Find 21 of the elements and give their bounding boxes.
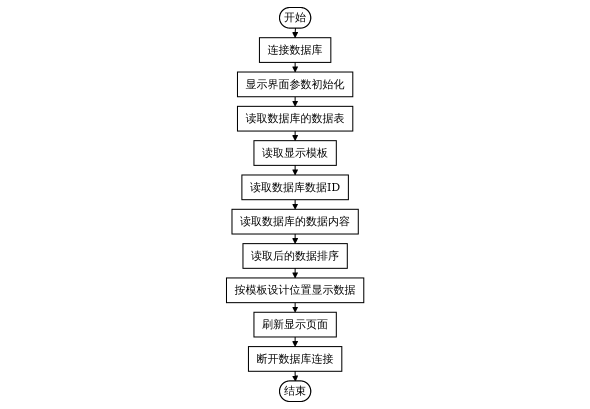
node-box: 连接数据库 [258,37,332,63]
node-box: 断开数据库连接 [248,346,342,372]
node-box: 按模板设计位置显示数据 [226,277,364,304]
node-box: 读取后的数据排序 [242,243,348,269]
arrow [292,28,298,38]
arrow [292,200,298,210]
node-box: 读取数据库数据ID [241,174,349,200]
node-box: 显示界面参数初始化 [236,72,354,98]
arrow [292,268,298,278]
node-box: 读取数据库的数据表 [236,106,354,132]
arrow [292,62,298,72]
node-box: 读取显示模板 [253,140,337,166]
arrow [292,96,298,107]
node-box: 刷新显示页面 [253,312,337,338]
arrow [292,336,298,347]
arrow [292,371,298,382]
arrow [292,234,298,244]
arrow [292,165,298,176]
arrow [292,131,298,141]
arrow [292,302,298,313]
node-box: 读取数据库的数据内容 [231,208,359,235]
